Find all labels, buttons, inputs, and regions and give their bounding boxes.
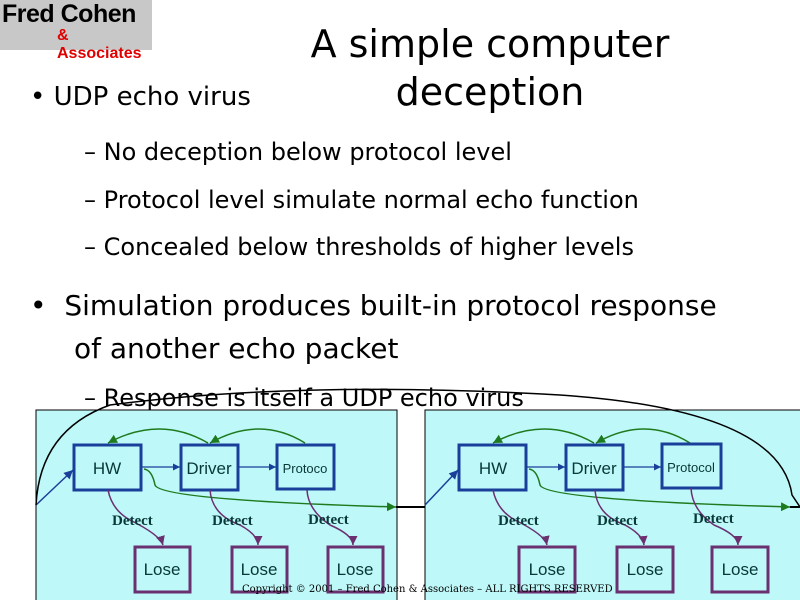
bullet-2-text: Simulation produces built-in protocol re…	[64, 289, 717, 365]
sub-bullet: – Concealed below thresholds of higher l…	[84, 233, 634, 261]
sub-bullet-text: Concealed below thresholds of higher lev…	[103, 233, 634, 261]
logo: Fred Cohen & Associates	[0, 0, 152, 62]
detect-label: Detect	[212, 513, 253, 529]
lose-label: Lose	[529, 560, 566, 579]
lose-box	[133, 545, 192, 594]
detect-label: Detect	[498, 513, 539, 529]
right-panel: HW Driver Protocol Lose Lose Lose Detect…	[396, 409, 800, 600]
bullet-1: • UDP echo virus	[30, 82, 251, 112]
logo-line2: & Associates	[57, 27, 142, 62]
bullet-2: • Simulation produces built-in protocol …	[30, 289, 717, 365]
lose-box	[326, 545, 385, 594]
sub-bullet-text: No deception below protocol level	[103, 138, 512, 166]
detect-label: Detect	[693, 511, 734, 527]
hw-label: HW	[93, 459, 121, 478]
sub-bullet-text: Protocol level simulate normal echo func…	[103, 186, 639, 214]
detect-label: Detect	[308, 512, 349, 528]
hw-box	[72, 443, 143, 492]
lose-label: Lose	[144, 560, 181, 579]
left-panel: HW Driver Protoco Lose Lose Lose Detect …	[35, 409, 398, 600]
detect-label: Detect	[112, 513, 153, 529]
hw-label: HW	[479, 459, 507, 478]
lose-label: Lose	[627, 560, 664, 579]
driver-label: Driver	[186, 459, 232, 478]
slide-title: A simple computer deception	[310, 22, 670, 114]
sub-bullet: – No deception below protocol level	[84, 138, 512, 166]
sub-bullet: – Response is itself a UDP echo virus	[84, 384, 524, 412]
lose-label: Lose	[241, 560, 278, 579]
lose-box	[230, 545, 289, 594]
feedback-arc	[35, 388, 800, 508]
bullet-1-text: UDP echo virus	[53, 82, 251, 112]
driver-box	[179, 443, 240, 492]
sub-bullet: – Protocol level simulate normal echo fu…	[84, 186, 639, 214]
protocol-label: Protoco	[283, 461, 328, 476]
protocol-box	[275, 443, 336, 491]
lose-label: Lose	[722, 560, 759, 579]
protocol-label: Protocol	[667, 460, 715, 475]
driver-label: Driver	[571, 459, 617, 478]
copyright: Copyright © 2001 – Fred Cohen & Associat…	[242, 584, 613, 595]
lose-label: Lose	[337, 560, 374, 579]
logo-line1: Fred Cohen	[2, 0, 136, 28]
detect-label: Detect	[597, 513, 638, 529]
